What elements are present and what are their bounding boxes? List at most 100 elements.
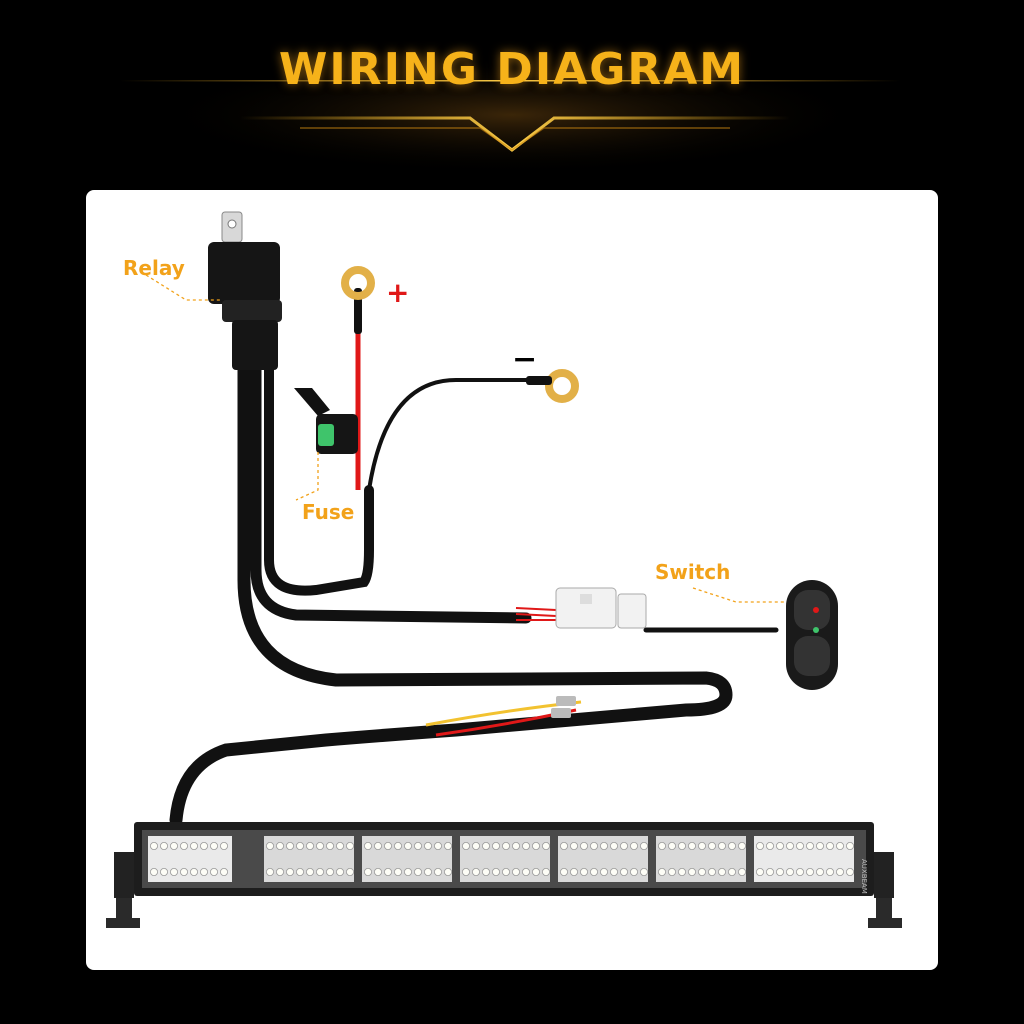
lightbar-pigtail bbox=[425, 696, 582, 737]
led-diode bbox=[786, 868, 795, 877]
led-diode bbox=[531, 868, 540, 877]
led-diode bbox=[210, 868, 219, 877]
led-diode bbox=[531, 842, 540, 851]
led-diode bbox=[698, 868, 707, 877]
led-diode bbox=[345, 868, 354, 877]
diagram-panel: AUXBEAM Relay Fuse Switch + − bbox=[86, 190, 938, 970]
led-diode bbox=[180, 842, 189, 851]
led-diode bbox=[295, 842, 304, 851]
led-diode bbox=[688, 868, 697, 877]
led-diode bbox=[393, 868, 402, 877]
positive-symbol: + bbox=[386, 276, 410, 309]
led-diode bbox=[846, 868, 855, 877]
led-diode bbox=[511, 842, 520, 851]
led-diode bbox=[579, 842, 588, 851]
led-diode bbox=[315, 868, 324, 877]
led-diode bbox=[658, 842, 667, 851]
led-diode bbox=[265, 868, 274, 877]
callout-fuse: Fuse bbox=[302, 500, 355, 524]
led-diode bbox=[708, 868, 717, 877]
led-diode bbox=[325, 868, 334, 877]
led-diode bbox=[836, 868, 845, 877]
led-diode bbox=[363, 868, 372, 877]
led-diode bbox=[708, 842, 717, 851]
led-diode bbox=[200, 842, 209, 851]
led-diode bbox=[658, 868, 667, 877]
led-diode bbox=[610, 868, 619, 877]
led-diode bbox=[200, 868, 209, 877]
led-diode bbox=[373, 868, 382, 877]
led-diode bbox=[600, 842, 609, 851]
led-diode bbox=[796, 868, 805, 877]
led-diode bbox=[678, 868, 687, 877]
led-diode bbox=[383, 868, 392, 877]
led-diode bbox=[541, 842, 550, 851]
led-diode bbox=[443, 842, 452, 851]
wire-to-lightbar bbox=[169, 363, 733, 827]
led-diode bbox=[491, 868, 500, 877]
led-diode bbox=[600, 868, 609, 877]
led-diode bbox=[210, 842, 219, 851]
led-light-bar: AUXBEAM bbox=[106, 822, 902, 928]
page-title: WIRING DIAGRAM bbox=[278, 44, 746, 95]
led-diode bbox=[541, 868, 550, 877]
led-diode bbox=[413, 842, 422, 851]
led-diode bbox=[569, 868, 578, 877]
led-diode bbox=[521, 868, 530, 877]
led-diode bbox=[423, 842, 432, 851]
callout-switch: Switch bbox=[655, 560, 731, 584]
led-diode bbox=[640, 842, 649, 851]
led-diode bbox=[393, 842, 402, 851]
led-diode bbox=[305, 868, 314, 877]
led-diode bbox=[160, 842, 169, 851]
led-diode bbox=[620, 868, 629, 877]
led-diode bbox=[756, 868, 765, 877]
led-diode bbox=[275, 868, 284, 877]
led-diode bbox=[796, 842, 805, 851]
led-diode bbox=[160, 868, 169, 877]
fuse-holder bbox=[294, 388, 358, 454]
led-diode bbox=[640, 868, 649, 877]
led-diode bbox=[285, 868, 294, 877]
led-diode bbox=[766, 868, 775, 877]
led-diode bbox=[443, 868, 452, 877]
led-diode bbox=[718, 842, 727, 851]
led-diode bbox=[413, 868, 422, 877]
led-diode bbox=[461, 842, 470, 851]
led-diode bbox=[305, 842, 314, 851]
led-diode bbox=[756, 842, 765, 851]
led-diode bbox=[403, 842, 412, 851]
negative-symbol: − bbox=[512, 342, 538, 377]
led-diode bbox=[630, 842, 639, 851]
led-diode bbox=[738, 842, 747, 851]
led-diode bbox=[461, 868, 470, 877]
led-diode bbox=[806, 868, 815, 877]
led-diode bbox=[150, 868, 159, 877]
led-diode bbox=[190, 842, 199, 851]
led-diode bbox=[776, 842, 785, 851]
led-diode bbox=[471, 842, 480, 851]
led-diode bbox=[423, 868, 432, 877]
led-diode bbox=[219, 842, 228, 851]
header-decoration bbox=[120, 55, 900, 175]
led-diode bbox=[678, 842, 687, 851]
led-diode bbox=[579, 868, 588, 877]
led-diode bbox=[826, 868, 835, 877]
led-diode bbox=[170, 868, 179, 877]
led-module bbox=[148, 836, 232, 882]
led-diode bbox=[816, 868, 825, 877]
led-diode bbox=[471, 868, 480, 877]
led-diode bbox=[728, 842, 737, 851]
led-diode bbox=[150, 842, 159, 851]
led-diode bbox=[589, 842, 598, 851]
ring-terminal-negative bbox=[526, 369, 579, 403]
led-diode bbox=[501, 842, 510, 851]
led-modules bbox=[148, 836, 855, 882]
led-diode bbox=[826, 842, 835, 851]
led-diode bbox=[345, 842, 354, 851]
led-diode bbox=[275, 842, 284, 851]
led-diode bbox=[481, 842, 490, 851]
led-diode bbox=[363, 842, 372, 851]
led-diode bbox=[630, 868, 639, 877]
callout-relay: Relay bbox=[123, 256, 185, 280]
